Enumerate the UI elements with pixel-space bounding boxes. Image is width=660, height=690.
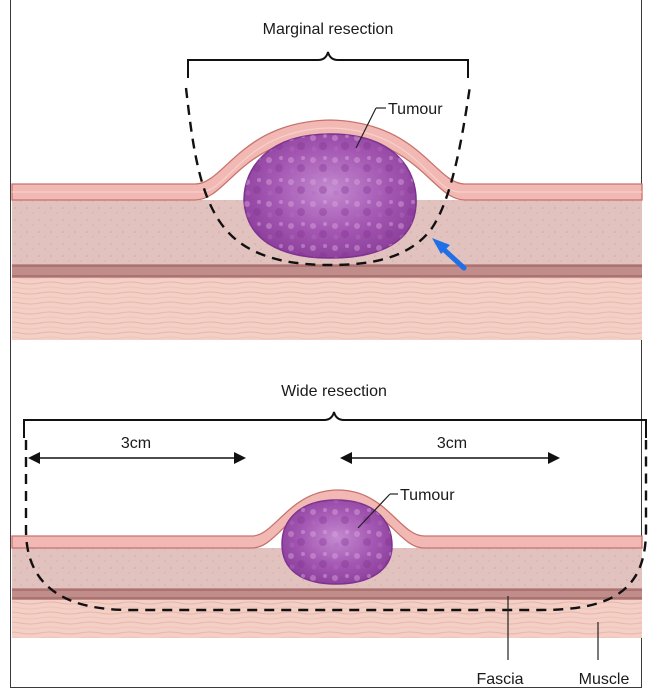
muscle-layer (12, 278, 642, 340)
marginal-tumour-label: Tumour (388, 101, 443, 118)
right-margin-dimension (340, 452, 560, 464)
marginal-title: Marginal resection (263, 21, 394, 38)
left-margin-label: 3cm (121, 435, 151, 452)
marginal-panel: Marginal resection Tumour (12, 21, 642, 340)
right-margin-label: 3cm (437, 435, 467, 452)
tumour-mass (282, 500, 392, 584)
wide-panel: Wide resection 3cm 3cm Tumour Fascia Mus… (12, 383, 646, 688)
fascia-label: Fascia (476, 671, 523, 688)
wide-title: Wide resection (281, 383, 387, 400)
marginal-bracket (188, 52, 468, 78)
muscle-label: Muscle (579, 671, 630, 688)
muscle-layer (12, 600, 642, 638)
wide-tumour-label: Tumour (400, 487, 455, 504)
tumour-mass (244, 134, 416, 258)
wide-bracket (24, 412, 646, 438)
left-margin-dimension (28, 452, 246, 464)
